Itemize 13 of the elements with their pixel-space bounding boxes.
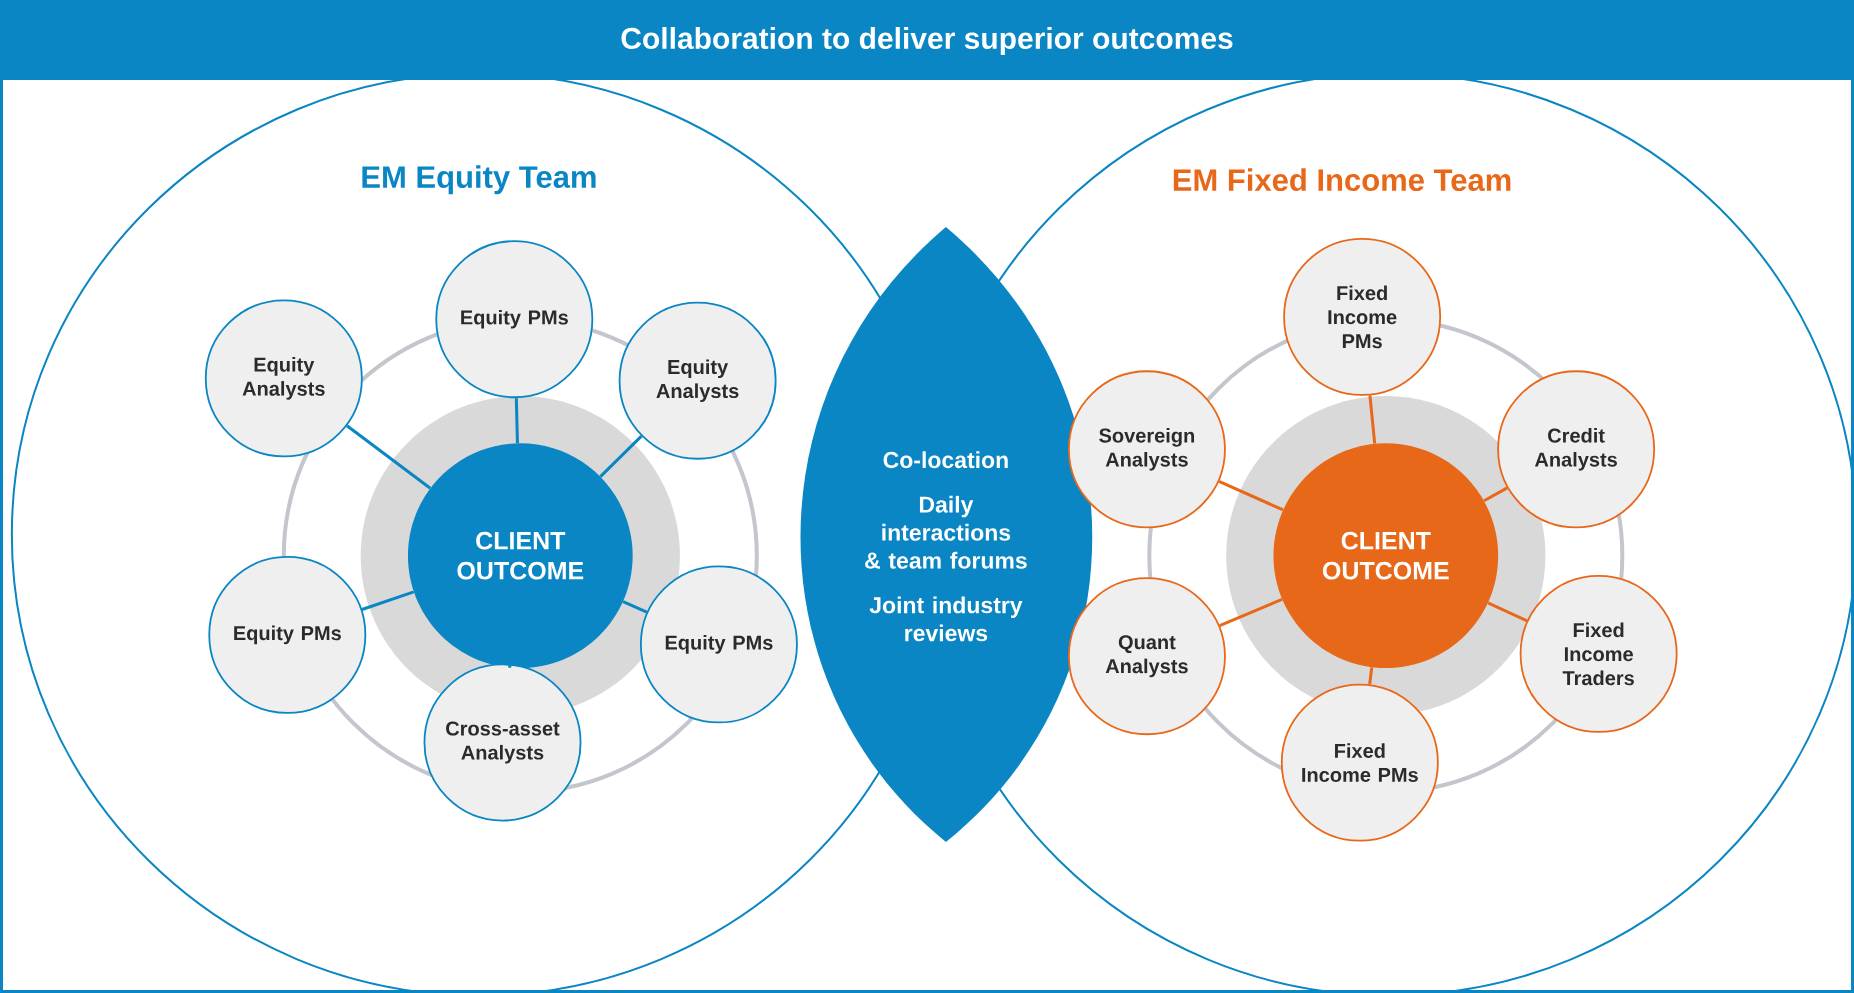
title-banner: Collaboration to deliver superior outcomes: [0, 0, 1854, 80]
spoke: [1218, 480, 1284, 512]
spoke: [1483, 486, 1508, 503]
spoke: [346, 424, 432, 490]
spoke: [361, 590, 415, 611]
spoke: [1219, 597, 1283, 627]
spoke: [1487, 601, 1528, 623]
spoke: [622, 600, 648, 614]
spoke: [508, 663, 512, 668]
spoke: [599, 435, 643, 478]
spoke: [1368, 395, 1377, 444]
spoke: [1368, 667, 1374, 685]
spoke: [514, 398, 519, 444]
